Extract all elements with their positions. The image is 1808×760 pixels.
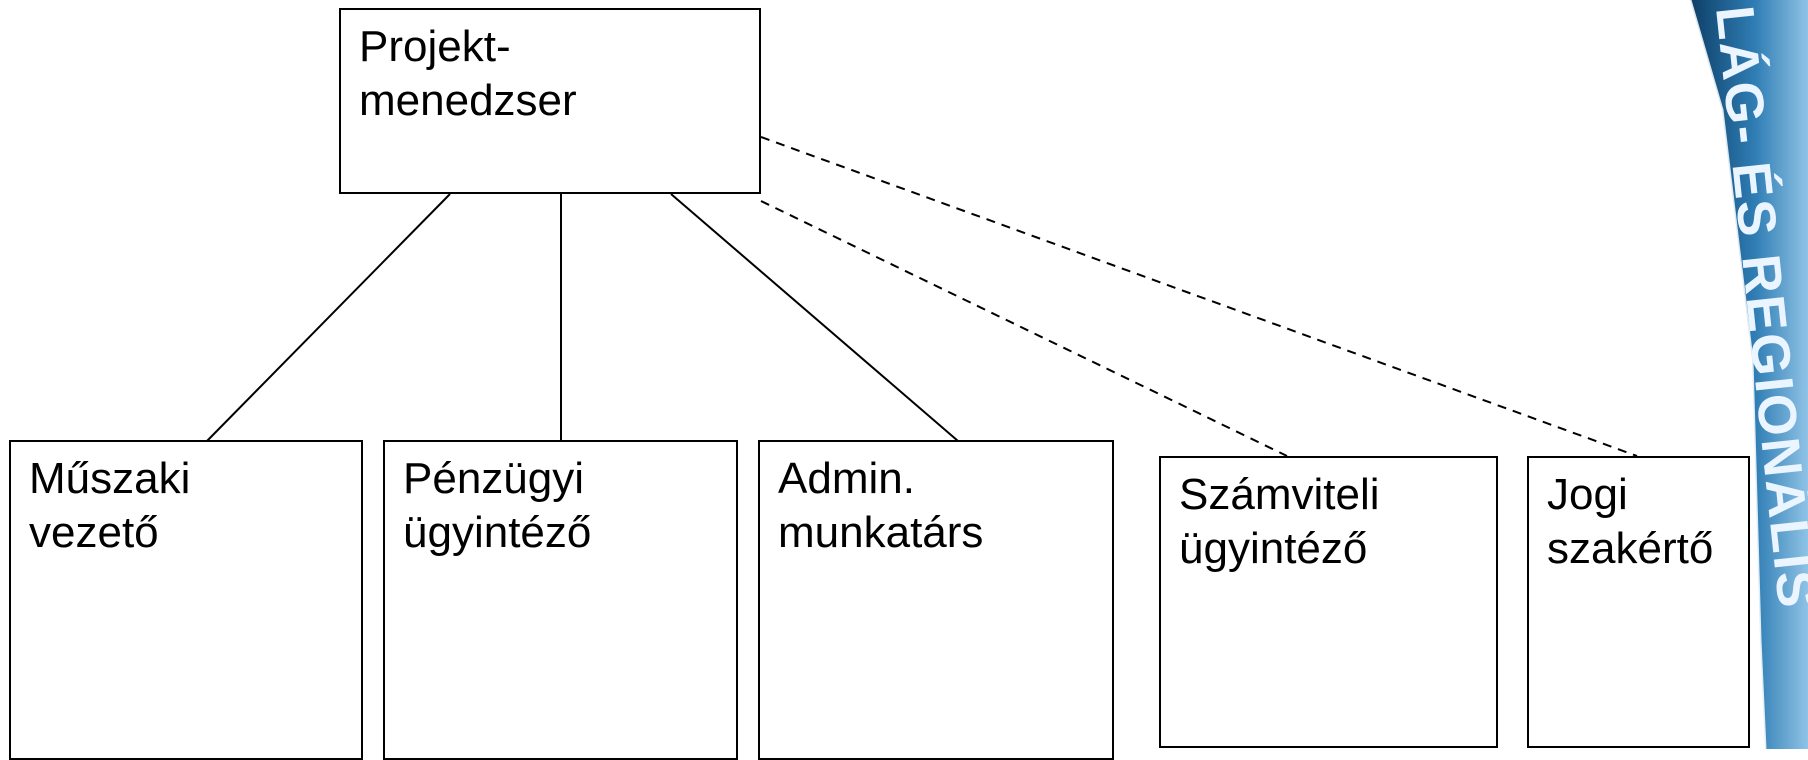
node-label: Pénzügyi ügyintéző bbox=[403, 452, 591, 560]
node-label: Admin. munkatárs bbox=[778, 452, 983, 560]
edge-manager-accounting bbox=[760, 200, 1288, 457]
node-label: Műszaki vezető bbox=[29, 452, 190, 560]
node-project-manager: Projekt-menedzser bbox=[339, 8, 761, 194]
node-label: Számviteli ügyintéző bbox=[1179, 468, 1380, 576]
node-label-line1: Műszaki bbox=[29, 454, 191, 503]
edge-manager-admin bbox=[670, 193, 959, 442]
edge-manager-technical bbox=[206, 193, 451, 442]
node-label-line1: Pénzügyi bbox=[403, 454, 585, 503]
node-legal-expert: Jogi szakértő bbox=[1527, 456, 1750, 748]
node-label-line1: Projekt- bbox=[359, 22, 511, 71]
node-label-line2: vezető bbox=[29, 508, 159, 557]
node-label-line2: ügyintéző bbox=[1179, 524, 1368, 573]
node-label: Projekt-menedzser bbox=[359, 20, 577, 128]
node-label-line2: szakértő bbox=[1547, 524, 1714, 573]
banner-edge-highlight bbox=[1688, 0, 1767, 749]
node-label-line2: menedzser bbox=[359, 76, 577, 125]
node-label-line2: munkatárs bbox=[778, 508, 984, 557]
node-label-line1: Számviteli bbox=[1179, 470, 1380, 519]
node-label-line1: Jogi bbox=[1547, 470, 1628, 519]
edge-manager-legal bbox=[760, 136, 1638, 457]
node-finance-clerk: Pénzügyi ügyintéző bbox=[383, 440, 738, 760]
node-label: Jogi szakértő bbox=[1547, 468, 1713, 576]
node-label-line1: Admin. bbox=[778, 454, 915, 503]
banner-ribbon bbox=[1690, 0, 1808, 749]
node-admin-staff: Admin. munkatárs bbox=[758, 440, 1114, 760]
node-technical-lead: Műszaki vezető bbox=[9, 440, 363, 760]
node-label-line2: ügyintéző bbox=[403, 508, 592, 557]
node-accounting-clerk: Számviteli ügyintéző bbox=[1159, 456, 1498, 748]
